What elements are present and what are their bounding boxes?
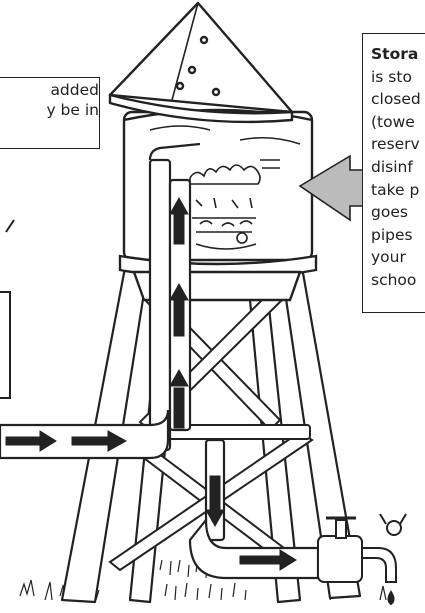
storage-callout-line-10: schoo [371,269,425,292]
storage-callout-line-5: disinf [371,156,425,179]
left-edge-marks [0,220,14,398]
storage-callout-line-7: goes [371,201,425,224]
storage-callout-line-9: your [371,246,425,269]
inlet-pipe [0,410,168,458]
storage-callout-line-1: is sto [371,66,425,89]
storage-callout-box: Stora is sto closed (towe reserv disinf … [362,33,425,313]
storage-callout-line-6: take p [371,179,425,202]
storage-callout-line-8: pipes [371,224,425,247]
storage-callout-line-4: reserv [371,133,425,156]
storage-callout-line-2: closed [371,88,425,111]
left-callout-line-1: added [5,80,99,100]
conical-roof [110,3,292,122]
storage-callout-line-3: (towe [371,111,425,134]
left-callout-box: added y be in [0,77,100,149]
storage-callout-title: Stora [371,43,425,66]
left-callout-line-2: y be in [5,100,99,120]
